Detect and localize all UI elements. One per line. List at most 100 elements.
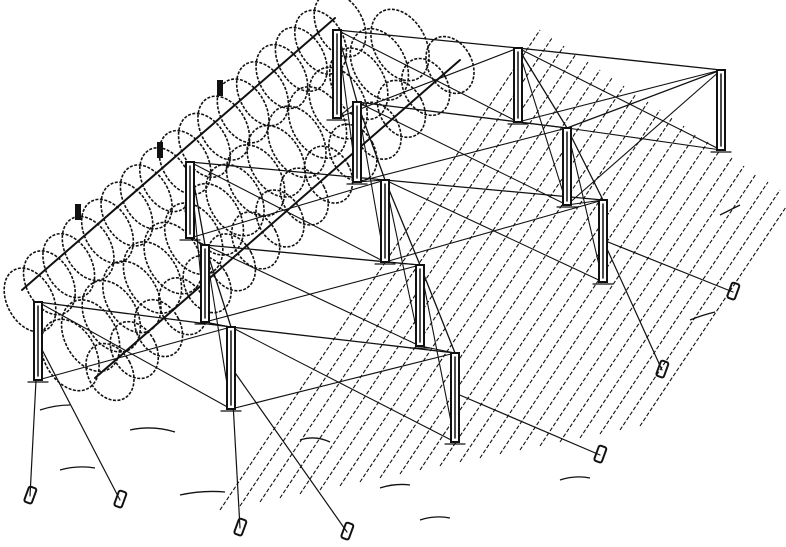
wire-coil [102,260,162,334]
diagonal-wire [459,125,685,463]
ground-scribble [179,490,226,496]
cross-wire [336,47,519,119]
wire-post [409,264,431,349]
diagonal-wires [219,29,786,511]
wire-post [556,127,578,208]
cross-wire [204,244,421,347]
cross-wire [517,121,568,129]
cross-wire [517,47,568,206]
top-wire [419,264,456,354]
cross-wire [384,261,421,266]
diagonal-wire [559,165,745,443]
top-wire [336,29,519,49]
wire-coil [40,318,100,392]
diagonal-wire [319,69,601,491]
wire-coil [274,26,328,93]
wire-coil [349,27,410,101]
wire-post [710,69,732,153]
wire-coil [177,112,232,179]
wire-post [507,47,529,125]
diagonal-wire [639,206,786,427]
cross-wire [37,326,232,381]
anchor-picket [113,489,128,509]
coil-band-bottom [94,59,461,379]
guy-wire [602,239,734,293]
anchor-picket [340,521,355,541]
diagonal-wire [279,53,577,499]
wire-coil [246,124,307,198]
wire-coil [235,61,290,127]
ground-scribble [719,204,741,216]
wire-coil [255,43,309,110]
wire-coil [293,9,348,75]
wire-coil [81,279,142,353]
wire-coil [158,129,212,196]
cross-wire [566,127,722,151]
top-wire [37,301,232,328]
cross-wire [384,199,604,263]
top-wire [230,326,456,354]
wire-post [374,179,396,265]
diagonal-wire [499,141,709,455]
cross-wire [37,301,232,410]
ground-scribble [559,476,591,481]
cross-wire [356,101,568,206]
wire-coil [225,144,286,218]
ground-scribble [59,466,96,471]
wire-coil [100,181,154,247]
anchor-picket [593,444,608,464]
cross-wire [566,69,722,206]
wire-coil [376,79,427,139]
cross-wire [419,345,456,354]
wire-post [220,326,242,412]
wire-coil [61,215,115,282]
guy-wire [37,341,121,501]
coil-stake [217,80,223,96]
wire-coil [230,211,281,270]
top-wire [566,69,722,129]
cross-wire [204,264,421,323]
diagonal-wire [239,37,553,507]
diagonal-wire [219,29,541,511]
cross-wire [189,237,206,246]
diagonal-wire [299,61,589,495]
diagonal-wire [479,133,697,459]
diagonal-wire [359,85,625,483]
guy-wire [230,366,348,533]
wire-coil [85,342,135,402]
wire-coil [60,299,121,373]
coil-band-top [21,17,336,291]
wire-coil [22,250,77,316]
cross-wire [356,127,568,183]
wire-coil [119,164,173,230]
wire-coil [370,8,430,82]
diagonal-wire [379,93,637,479]
wire-post [326,29,348,121]
wire-coil [80,198,135,264]
coil-stake [157,142,163,158]
diagonal-wire [399,101,649,475]
wire-post [194,244,216,325]
anchor-picket [655,359,670,379]
diagonal-wire [579,173,757,439]
wire-coil [182,255,232,314]
wire-post [592,199,614,285]
anchor-picket [726,281,741,301]
wire-coil [206,233,257,292]
wire-coil [303,145,354,204]
top-wire [384,179,421,266]
diagonal-wire [519,149,721,451]
cross-wire [189,179,386,239]
anchor-picket [233,517,248,537]
cross-wire [336,29,519,123]
cross-wire [230,352,456,410]
ground-marks [39,204,741,521]
wire-coil [42,232,96,299]
anchor-picket [23,485,38,505]
diagonal-wire [539,157,733,447]
ground-scribble [419,516,451,521]
wire-post [179,161,201,241]
top-wire [566,127,604,201]
